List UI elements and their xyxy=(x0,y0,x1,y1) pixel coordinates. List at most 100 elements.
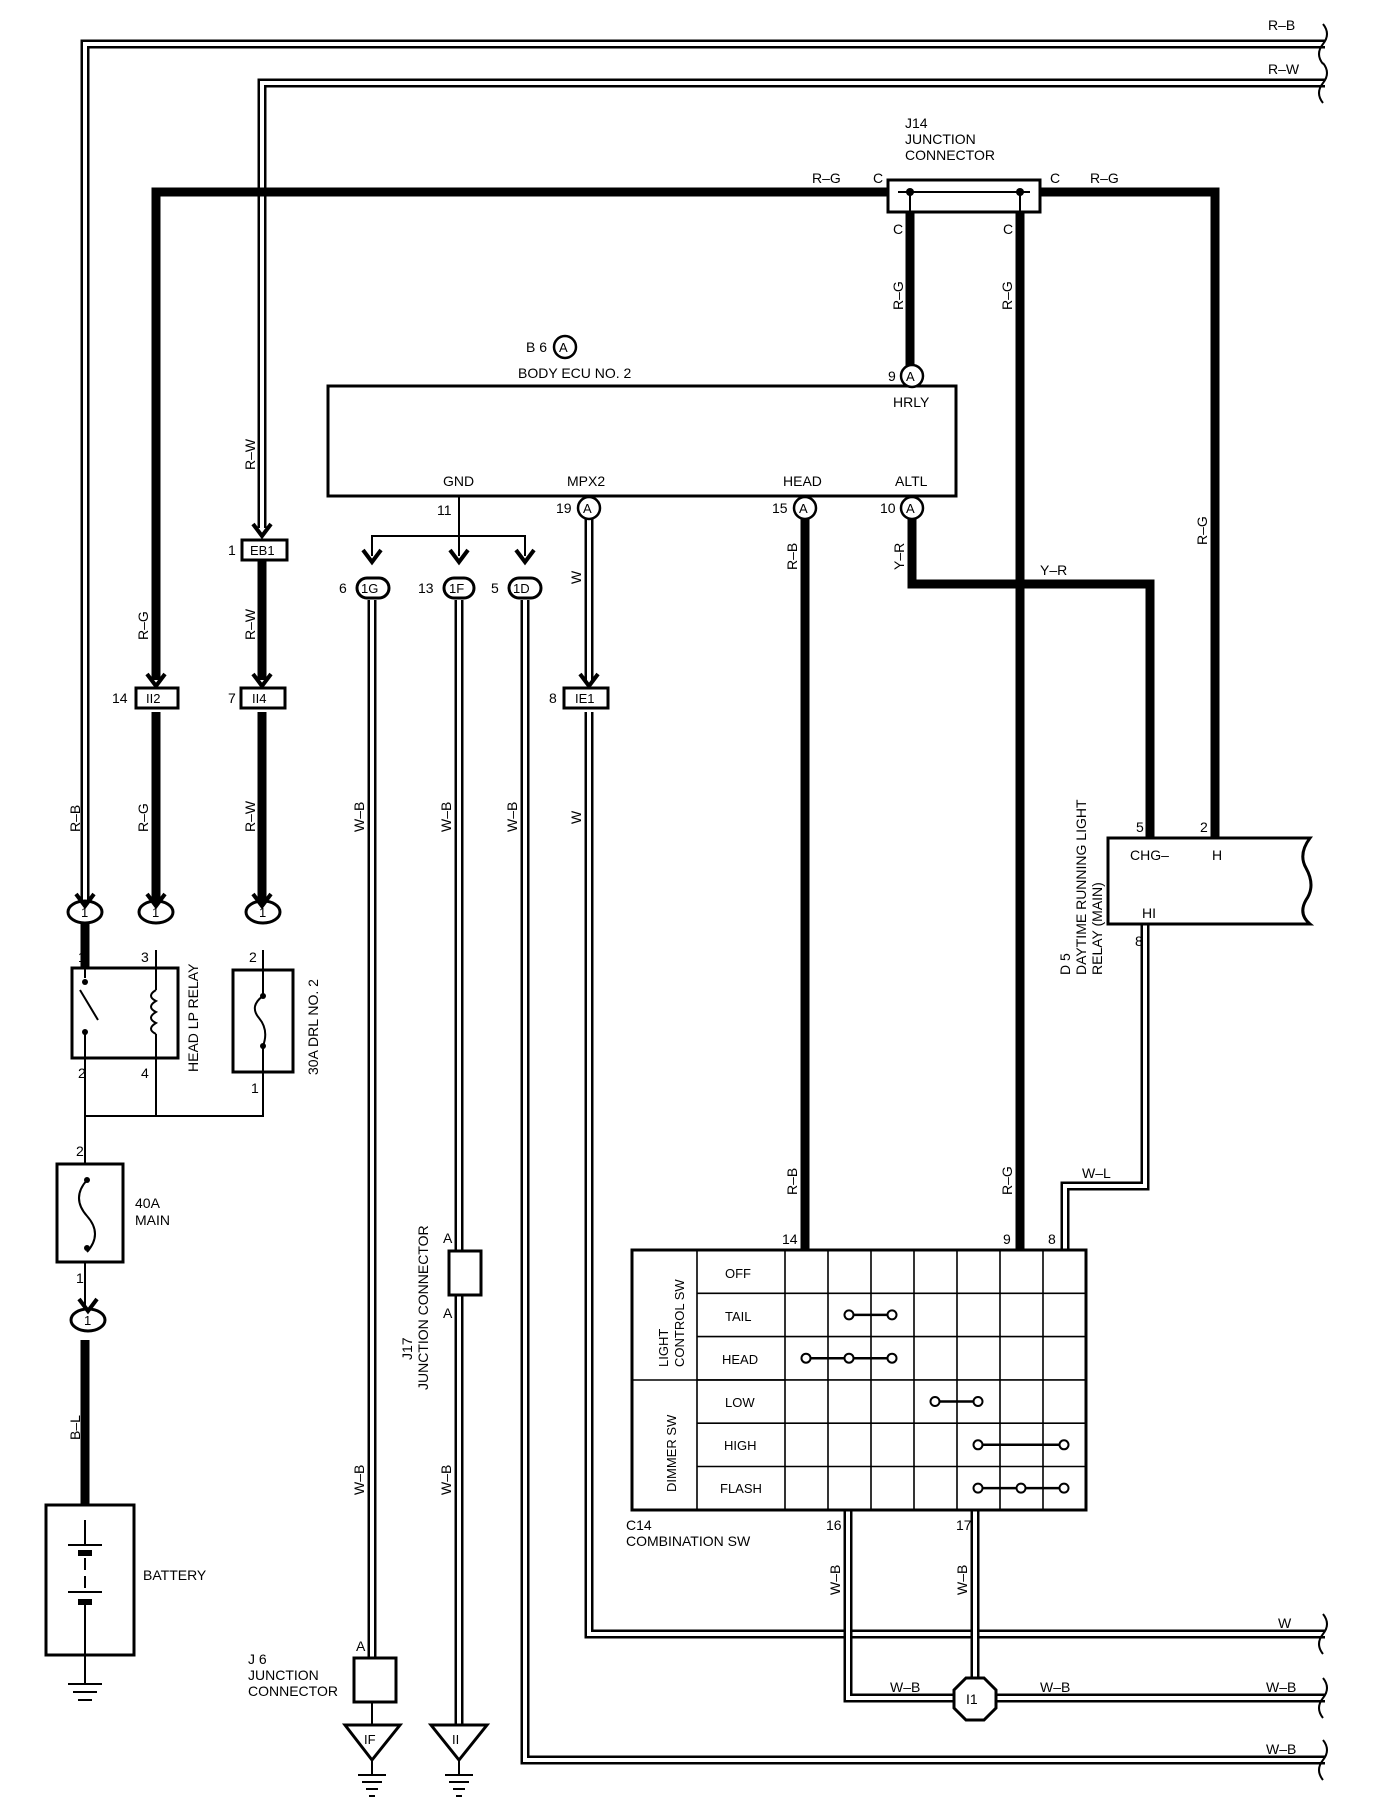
svg-text:COMBINATION SW: COMBINATION SW xyxy=(626,1533,751,1549)
head-lp-relay-label: HEAD LP RELAY xyxy=(185,963,201,1072)
wire-gnd-branch xyxy=(371,496,526,556)
b6-pin10: 10 xyxy=(880,500,896,516)
svg-text:7: 7 xyxy=(228,690,236,706)
connector-1f: 1F 13 xyxy=(418,576,476,600)
svg-text:IE1: IE1 xyxy=(575,691,595,706)
fuse-30a-drl: 2 1 30A DRL NO. 2 xyxy=(231,949,321,1096)
svg-text:JUNCTION: JUNCTION xyxy=(248,1667,319,1683)
switch-contact-point xyxy=(1058,1439,1070,1451)
svg-text:W–B: W–B xyxy=(351,1465,367,1495)
b6-pin9-badge: A xyxy=(906,369,915,384)
ground-if: IF xyxy=(341,1702,404,1797)
switch-contact-point xyxy=(800,1352,812,1364)
b6-pin9: 9 xyxy=(888,368,896,384)
connector-arrow xyxy=(251,672,273,690)
svg-text:1: 1 xyxy=(81,905,88,920)
svg-text:W–B: W–B xyxy=(1266,1679,1296,1695)
svg-text:RELAY (MAIN): RELAY (MAIN) xyxy=(1089,882,1105,975)
svg-text:1G: 1G xyxy=(361,581,378,596)
svg-text:HEAD: HEAD xyxy=(722,1352,758,1367)
svg-text:CONTROL SW: CONTROL SW xyxy=(672,1279,687,1367)
svg-text:D 5: D 5 xyxy=(1057,953,1073,975)
j14-junction-connector: J14 JUNCTION CONNECTOR C C C C xyxy=(873,115,1060,237)
b6-term-hrly: HRLY xyxy=(893,394,930,410)
svg-text:C14: C14 xyxy=(626,1517,652,1533)
svg-text:W–B: W–B xyxy=(438,1465,454,1495)
svg-text:2: 2 xyxy=(1200,819,1208,835)
svg-text:14: 14 xyxy=(782,1231,798,1247)
label-r-w-top: R–W xyxy=(1268,61,1300,77)
b6-pin10-badge: A xyxy=(906,501,915,516)
svg-text:1: 1 xyxy=(78,949,86,965)
svg-text:II: II xyxy=(452,1732,459,1747)
switch-contact-point xyxy=(929,1396,941,1407)
connector-ie1: IE1 8 xyxy=(549,686,610,710)
svg-text:17: 17 xyxy=(956,1517,972,1533)
switch-contact-point xyxy=(843,1352,855,1364)
svg-text:1: 1 xyxy=(76,1270,84,1286)
svg-text:R–G: R–G xyxy=(999,1166,1015,1195)
svg-text:HIGH: HIGH xyxy=(724,1438,757,1453)
j14-name-1: JUNCTION xyxy=(905,131,976,147)
svg-text:R–G: R–G xyxy=(1194,516,1210,545)
drl-fuse-label: 30A DRL NO. 2 xyxy=(305,979,321,1075)
svg-text:I1: I1 xyxy=(966,1691,978,1707)
d5-drl-relay: CHG– H HI 5 2 8 D 5 DAYTIME RUNNING LIGH… xyxy=(1057,799,1315,975)
switch-contact-point xyxy=(886,1352,898,1364)
b6-pin15: 15 xyxy=(772,500,788,516)
wire-r-g-loop xyxy=(151,187,1220,838)
wire-w-b-c14 xyxy=(843,1510,1325,1703)
b6-term-altl: ALTL xyxy=(895,473,928,489)
svg-text:4: 4 xyxy=(141,1065,149,1081)
switch-contact-point xyxy=(972,1439,984,1451)
svg-text:R–G: R–G xyxy=(999,281,1015,310)
switch-contact-point xyxy=(972,1482,984,1494)
connector-arrows xyxy=(74,522,600,1315)
svg-text:MAIN: MAIN xyxy=(135,1212,170,1228)
b6-pin19-badge: A xyxy=(583,501,592,516)
svg-text:R–B: R–B xyxy=(784,1168,800,1195)
svg-text:CHG–: CHG– xyxy=(1130,847,1169,863)
switch-contact-point xyxy=(1058,1482,1070,1494)
connector-arrow xyxy=(145,672,167,690)
j14-pin-right: C xyxy=(1050,170,1060,186)
label-r-g-j14-right: R–G xyxy=(1090,170,1119,186)
j14-pin-bottom-right: C xyxy=(1003,221,1013,237)
wire-w-mpx2 xyxy=(584,510,1325,1639)
svg-text:IF: IF xyxy=(364,1732,376,1747)
svg-text:16: 16 xyxy=(826,1517,842,1533)
svg-text:8: 8 xyxy=(549,690,557,706)
svg-text:CONNECTOR: CONNECTOR xyxy=(248,1683,338,1699)
svg-text:14: 14 xyxy=(112,690,128,706)
svg-text:R–B: R–B xyxy=(784,543,800,570)
svg-text:W: W xyxy=(1278,1615,1292,1631)
connector-ii4: II4 7 xyxy=(228,686,287,710)
svg-text:W: W xyxy=(568,570,584,584)
svg-text:II2: II2 xyxy=(146,691,160,706)
battery: BATTERY xyxy=(44,1503,207,1701)
wire-y-r-altl xyxy=(907,510,1155,838)
svg-text:LOW: LOW xyxy=(725,1395,755,1410)
switch-contact-point xyxy=(1015,1482,1027,1494)
j14-id: J14 xyxy=(905,115,928,131)
svg-text:A: A xyxy=(443,1230,453,1246)
svg-text:A: A xyxy=(443,1305,453,1321)
head-lp-relay: 1 3 2 4 HEAD LP RELAY xyxy=(70,949,201,1081)
svg-text:R–G: R–G xyxy=(135,803,151,832)
j6-junction-connector: A J 6 JUNCTION CONNECTOR xyxy=(248,1638,398,1704)
connector-eb1: EB1 1 xyxy=(228,538,289,562)
svg-text:FLASH: FLASH xyxy=(720,1481,762,1496)
svg-text:W–B: W–B xyxy=(954,1565,970,1595)
wire-labels: R–B R–G R–G R–W R–W R–W W–B W–B W–B W–B … xyxy=(67,281,1296,1757)
svg-text:R–W: R–W xyxy=(242,608,258,640)
svg-text:2: 2 xyxy=(78,1065,86,1081)
connector-arrow xyxy=(448,548,470,566)
svg-text:J 6: J 6 xyxy=(248,1651,267,1667)
svg-text:R–B: R–B xyxy=(67,805,83,832)
c14-combination-sw: LIGHT CONTROL SW DIMMER SW OFF TAIL HEAD… xyxy=(626,1231,1088,1549)
svg-text:R–G: R–G xyxy=(890,281,906,310)
b6-pin19: 19 xyxy=(556,500,572,516)
svg-text:1: 1 xyxy=(259,905,266,920)
svg-text:R–G: R–G xyxy=(135,611,151,640)
